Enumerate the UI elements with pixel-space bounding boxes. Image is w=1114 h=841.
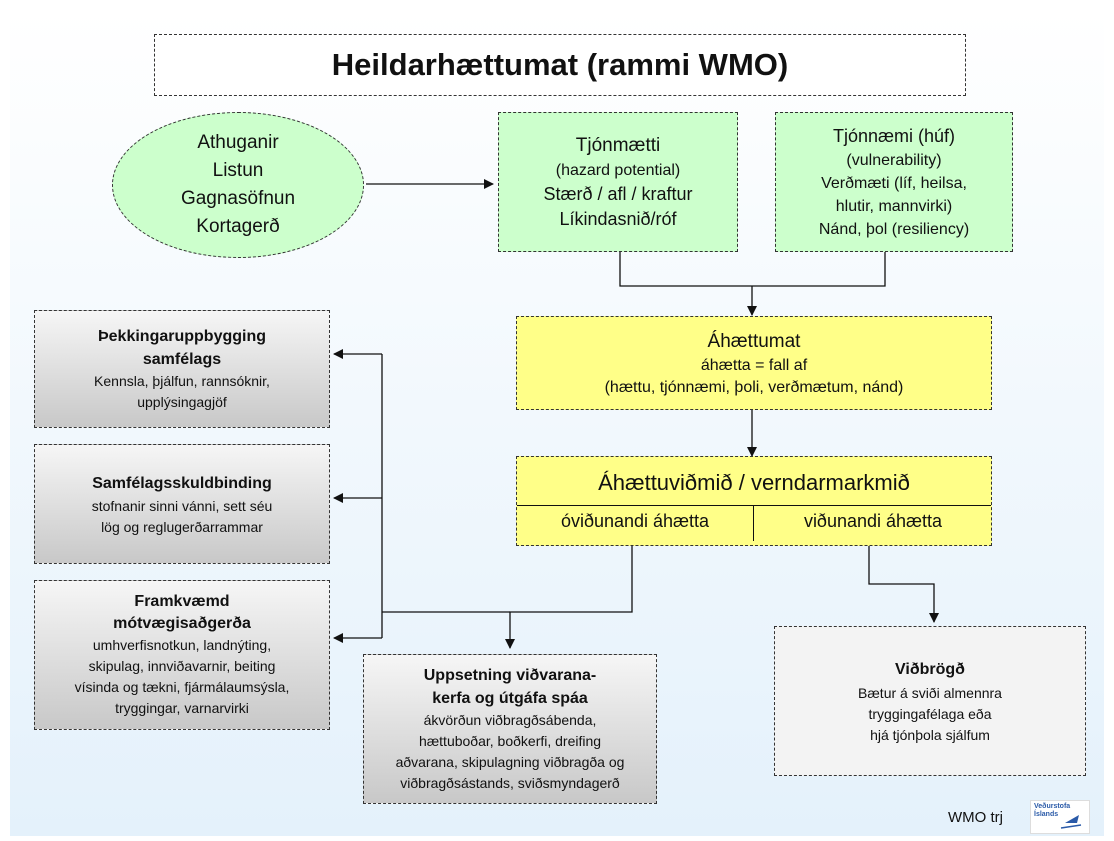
- response-line: tryggingafélaga eða: [868, 705, 992, 722]
- commitment-line: lög og reglugerðarrammar: [101, 518, 263, 535]
- hazard-box: Tjónmætti (hazard potential) Stærð / afl…: [498, 112, 738, 252]
- vulnerability-line: Nánd, þol (resiliency): [818, 220, 970, 238]
- observation-ellipse: Athuganir Listun Gagnasöfnun Kortagerð: [112, 112, 364, 258]
- mitigation-line: umhverfisnotkun, landnýting,: [92, 637, 272, 653]
- connector-to-warning: [505, 546, 633, 649]
- warning-line: hættuboðar, boðkerfi, dreifing: [418, 733, 602, 749]
- criteria-unacceptable: óviðunandi áhætta: [560, 511, 710, 531]
- criteria-title: Áhættuviðmið / verndarmarkmið: [598, 470, 910, 495]
- ellipse-line: Gagnasöfnun: [180, 188, 296, 209]
- knowledge-title: Þekkingaruppbygging: [97, 328, 266, 345]
- response-title: Viðbrögð: [895, 660, 965, 678]
- warning-title: kerfa og útgáfa spáa: [432, 690, 588, 707]
- commitment-title: Samfélagsskuldbinding: [92, 474, 272, 492]
- connector-hazard-vulnerability: [619, 252, 886, 287]
- hazard-title: Tjónmætti: [575, 135, 661, 156]
- knowledge-line: Kennsla, þjálfun, rannsóknir,: [94, 373, 270, 389]
- page-title: Heildarhættumat (rammi WMO): [154, 34, 966, 96]
- hazard-line: Líkindasnið/róf: [559, 209, 677, 229]
- knowledge-line: upplýsingagjöf: [137, 394, 227, 410]
- hazard-line: (hazard potential): [555, 162, 681, 179]
- warning-line: viðbragðsástands, sviðsmyndagerð: [400, 775, 620, 791]
- risk-assessment-line: (hættu, tjónnæmi, þoli, verðmætum, nánd): [604, 378, 904, 396]
- knowledge-box: Þekkingaruppbygging samfélags Kennsla, þ…: [34, 310, 330, 428]
- commitment-line: stofnanir sinni vánni, sett séu: [91, 497, 273, 514]
- warning-line: aðvarana, skipulagning viðbragða og: [395, 754, 625, 770]
- arrow-to-response: [868, 546, 939, 623]
- ellipse-line: Kortagerð: [196, 216, 280, 237]
- warning-line: ákvörðun viðbragðsábenda,: [423, 712, 597, 728]
- mitigation-title: Framkvæmd: [134, 593, 230, 610]
- criteria-box: Áhættuviðmið / verndarmarkmið óviðunandi…: [516, 456, 992, 546]
- commitment-box: Samfélagsskuldbinding stofnanir sinni vá…: [34, 444, 330, 564]
- vulnerability-line: hlutir, mannvirki): [835, 197, 953, 215]
- mitigation-line: vísinda og tækni, fjármálaumsýsla,: [74, 679, 290, 695]
- vulnerability-title: Tjónnæmi (húf): [832, 125, 956, 146]
- warning-system-box: Uppsetning viðvarana- kerfa og útgáfa sp…: [363, 654, 657, 804]
- logo-mark-icon: [1060, 815, 1082, 829]
- risk-assessment-title: Áhættumat: [707, 330, 801, 352]
- criteria-divider: [517, 505, 991, 506]
- warning-title: Uppsetning viðvarana-: [423, 667, 597, 684]
- knowledge-title: samfélags: [142, 351, 222, 368]
- risk-assessment-box: Áhættumat áhætta = fall af (hættu, tjónn…: [516, 316, 992, 410]
- mitigation-box: Framkvæmd mótvægisaðgerða umhverfisnotku…: [34, 580, 330, 730]
- criteria-split: [753, 505, 754, 541]
- response-line: Bætur á sviði almennra: [858, 684, 1002, 701]
- mitigation-line: tryggingar, varnarvirki: [115, 700, 249, 716]
- mitigation-line: skipulag, innviðavarnir, beiting: [88, 658, 276, 674]
- vulnerability-box: Tjónnæmi (húf) (vulnerability) Verðmæti …: [775, 112, 1013, 252]
- page-title-text: Heildarhættumat (rammi WMO): [331, 47, 789, 82]
- ellipse-line: Athuganir: [197, 132, 279, 153]
- hazard-line: Stærð / afl / kraftur: [543, 184, 693, 204]
- vulnerability-line: (vulnerability): [846, 151, 942, 169]
- vulnerability-line: Verðmæti (líf, heilsa,: [821, 174, 967, 192]
- response-line: hjá tjónþola sjálfum: [870, 726, 990, 743]
- response-box: Viðbrögð Bætur á sviði almennra trygging…: [774, 626, 1086, 776]
- ellipse-line: Listun: [212, 160, 264, 181]
- criteria-acceptable: viðunandi áhætta: [803, 511, 943, 531]
- credit-text: WMO trj: [948, 809, 1003, 826]
- mitigation-title: mótvægisaðgerða: [113, 615, 251, 632]
- risk-assessment-line: áhætta = fall af: [700, 356, 808, 374]
